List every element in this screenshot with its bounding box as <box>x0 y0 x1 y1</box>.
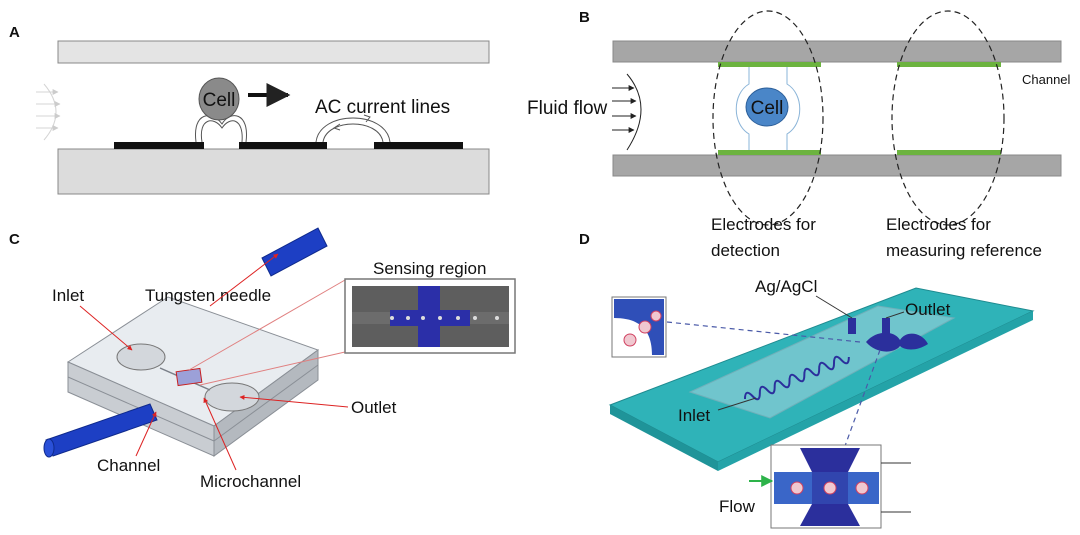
top-channel-wall <box>612 40 1062 63</box>
inlet-hole <box>116 343 166 371</box>
panel-d-letter: D <box>579 231 590 248</box>
panel-b-letter: B <box>579 9 590 26</box>
tungsten-needle-label: Tungsten needle <box>145 286 271 305</box>
panel-b: B Cell Fluid flow Channel Electrodes for… <box>527 9 1071 260</box>
electrode-wire-2 <box>885 311 905 319</box>
fluid-flow-arrows <box>612 73 642 151</box>
tungsten-needle-front <box>45 403 158 457</box>
current-lines-label: AC current lines <box>315 97 450 118</box>
flow-inset-cells <box>790 481 869 495</box>
outlet-pointer <box>239 394 349 408</box>
inset-electrodes <box>390 286 470 347</box>
inset-dots <box>390 316 499 320</box>
outlet-label: Outlet <box>905 300 951 319</box>
needle-tip <box>43 438 55 458</box>
bottom-channel-wall <box>612 154 1062 177</box>
inlet-label: Inlet <box>52 286 84 305</box>
cell-label: Cell <box>203 90 236 111</box>
fluid-flow-label: Fluid flow <box>527 98 608 119</box>
chip-base-edge-right <box>718 311 1033 471</box>
flow-inset-bottom-electrode <box>800 504 860 526</box>
panel-c: C Sensing region Inlet Tungst <box>9 227 516 491</box>
zoom-line-bottom <box>199 351 346 386</box>
electrode-3 <box>374 142 463 149</box>
panel-c-letter: C <box>9 231 20 248</box>
zoom-line-top <box>188 279 346 371</box>
detection-label-line2: detection <box>711 241 780 260</box>
sensing-region-box <box>175 367 203 387</box>
substrate <box>57 148 490 195</box>
reference-region <box>891 10 1005 226</box>
reference-electrode-top <box>897 62 1001 67</box>
detection-label-line1: Electrodes for <box>711 215 816 234</box>
inlet-label: Inlet <box>678 406 710 425</box>
ag-electrode-1 <box>848 318 856 334</box>
electrode-1 <box>114 142 204 149</box>
detection-region <box>712 10 824 226</box>
ag-electrode-2 <box>882 318 890 334</box>
panel-a-letter: A <box>9 24 20 41</box>
chip-base-edge <box>610 405 718 471</box>
sensing-region-label: Sensing region <box>373 259 486 278</box>
cell-label: Cell <box>751 98 784 119</box>
cell <box>745 87 789 127</box>
channel-label: Channel <box>1022 72 1071 87</box>
ag-agcl-label: Ag/AgCl <box>755 277 817 296</box>
reference-electrode-bottom <box>897 150 1001 155</box>
reference-label-line1: Electrodes for <box>886 215 991 234</box>
tungsten-needle-back <box>261 227 328 277</box>
inflow-arrows <box>36 83 61 141</box>
detection-electrode-top <box>718 62 821 67</box>
electrode-wire-1 <box>815 295 853 319</box>
chip-layer-line-2 <box>213 364 319 442</box>
channel-pointer <box>135 411 157 457</box>
panel-a: A Cell AC current lines <box>9 24 490 195</box>
tungsten-needle-pointer <box>209 253 279 307</box>
outlet-reservoir <box>866 332 928 352</box>
panel-d: D Ag/AgCl Outlet Inlet <box>579 231 1035 529</box>
microchannel-pointer <box>203 397 237 471</box>
channel-label: Channel <box>97 456 160 475</box>
flow-inset-top-electrode <box>800 448 860 472</box>
microchannel-label: Microchannel <box>200 472 301 491</box>
electrode-2 <box>239 142 327 149</box>
inlet-pointer <box>79 305 133 351</box>
detection-electrode-bottom <box>718 150 821 155</box>
inlet-pointer <box>717 397 757 411</box>
outlet-label: Outlet <box>351 398 397 417</box>
reference-label-line2: measuring reference <box>886 241 1042 260</box>
zoom-guide-bottom <box>844 349 881 447</box>
outlet-hole <box>204 382 260 412</box>
top-wall <box>57 40 490 64</box>
field-lines <box>195 114 391 143</box>
serpentine-channel <box>743 355 850 401</box>
flow-label: Flow <box>719 497 756 516</box>
cell-inset-cells <box>623 310 662 347</box>
detection-field-lines <box>735 67 801 150</box>
cell <box>198 77 240 121</box>
